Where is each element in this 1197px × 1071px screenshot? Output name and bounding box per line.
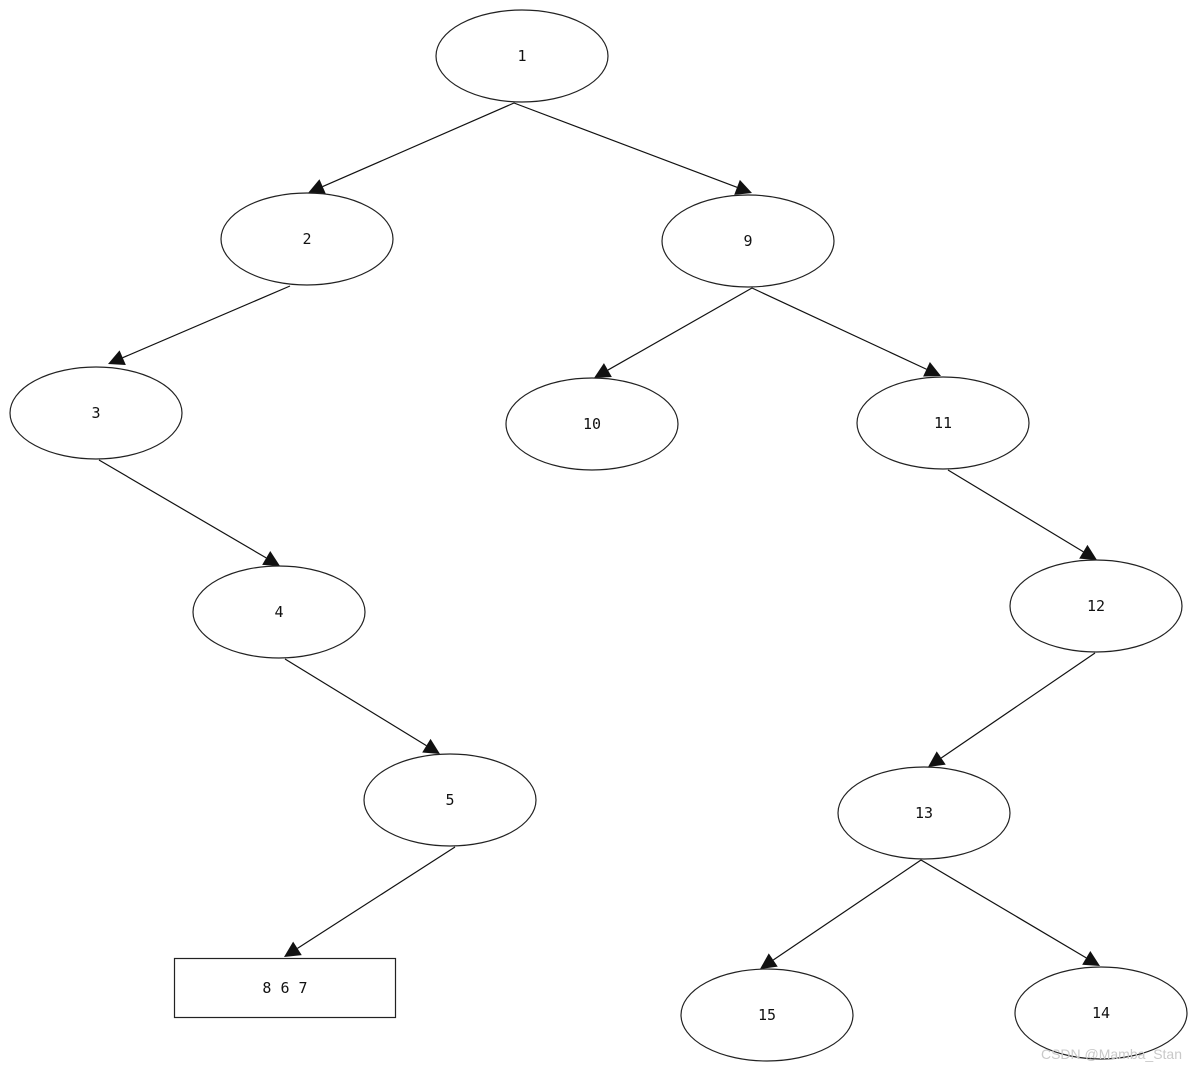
tree-node-1: 1 [435,9,609,103]
node-label: 14 [1092,1004,1110,1022]
node-ellipse [1009,559,1183,653]
arrowhead-n15 [760,953,778,969]
node-ellipse [661,194,835,288]
node-ellipse [680,968,854,1062]
tree-node-4: 4 [192,565,366,659]
node-label: 9 [743,232,752,250]
node-label: 10 [583,415,601,433]
node-ellipse [837,766,1011,860]
arrowhead-n13 [928,751,946,767]
edge-n12-to-n13 [940,652,1096,759]
edge-n13-to-n15 [772,859,922,961]
node-ellipse [9,366,183,460]
arrowhead-n867 [284,941,302,957]
edge-n3-to-n4 [98,459,267,559]
node-label: 15 [758,1006,776,1024]
node-label: 4 [274,603,283,621]
tree-node-12: 12 [1009,559,1183,653]
arrowhead-n9 [734,179,752,195]
arrowhead-n10 [594,363,612,378]
tree-node-10: 10 [505,377,679,471]
edge-n9-to-n11 [751,287,927,370]
tree-node-13: 13 [837,766,1011,860]
edge-n13-to-n14 [920,859,1087,959]
tree-node-5: 5 [363,753,537,847]
tree-node-3: 3 [9,366,183,460]
edge-n1-to-n2 [322,102,515,188]
node-label: 3 [91,404,100,422]
node-ellipse [435,9,609,103]
watermark-text: CSDN @Mamba_Stan [1041,1046,1182,1062]
node-ellipse [363,753,537,847]
node-ellipse [1014,966,1188,1060]
arrowhead-n11 [923,361,941,377]
node-ellipse [220,192,394,286]
tree-node-11: 11 [856,376,1030,470]
arrowhead-n4 [262,551,280,566]
node-label: 5 [445,791,454,809]
node-label: 13 [915,804,933,822]
arrowhead-n12 [1079,544,1097,560]
edge-n1-to-n9 [513,102,738,188]
tree-node-14: 14 [1014,966,1188,1060]
node-ellipse [505,377,679,471]
node-label: 8 6 7 [262,979,307,997]
node-label: 1 [517,47,526,65]
node-label: 12 [1087,597,1105,615]
edge-n9-to-n10 [607,287,753,371]
edge-n11-to-n12 [947,469,1084,553]
edge-n2-to-n3 [122,285,291,359]
node-ellipse [856,376,1030,470]
node-label: 2 [302,230,311,248]
tree-node-9: 9 [661,194,835,288]
node-rect [173,957,397,1019]
edge-n4-to-n5 [284,658,427,747]
arrowhead-n3 [108,350,126,366]
edge-n5-to-n867 [297,846,456,949]
arrowhead-n5 [422,738,440,754]
tree-node-2: 2 [220,192,394,286]
arrowhead-n2 [308,179,326,194]
tree-node-8-6-7: 8 6 7 [173,957,397,1019]
node-ellipse [192,565,366,659]
arrowhead-n14 [1082,950,1100,966]
edges-layer [98,102,1100,969]
node-label: 11 [934,414,952,432]
tree-node-15: 15 [680,968,854,1062]
